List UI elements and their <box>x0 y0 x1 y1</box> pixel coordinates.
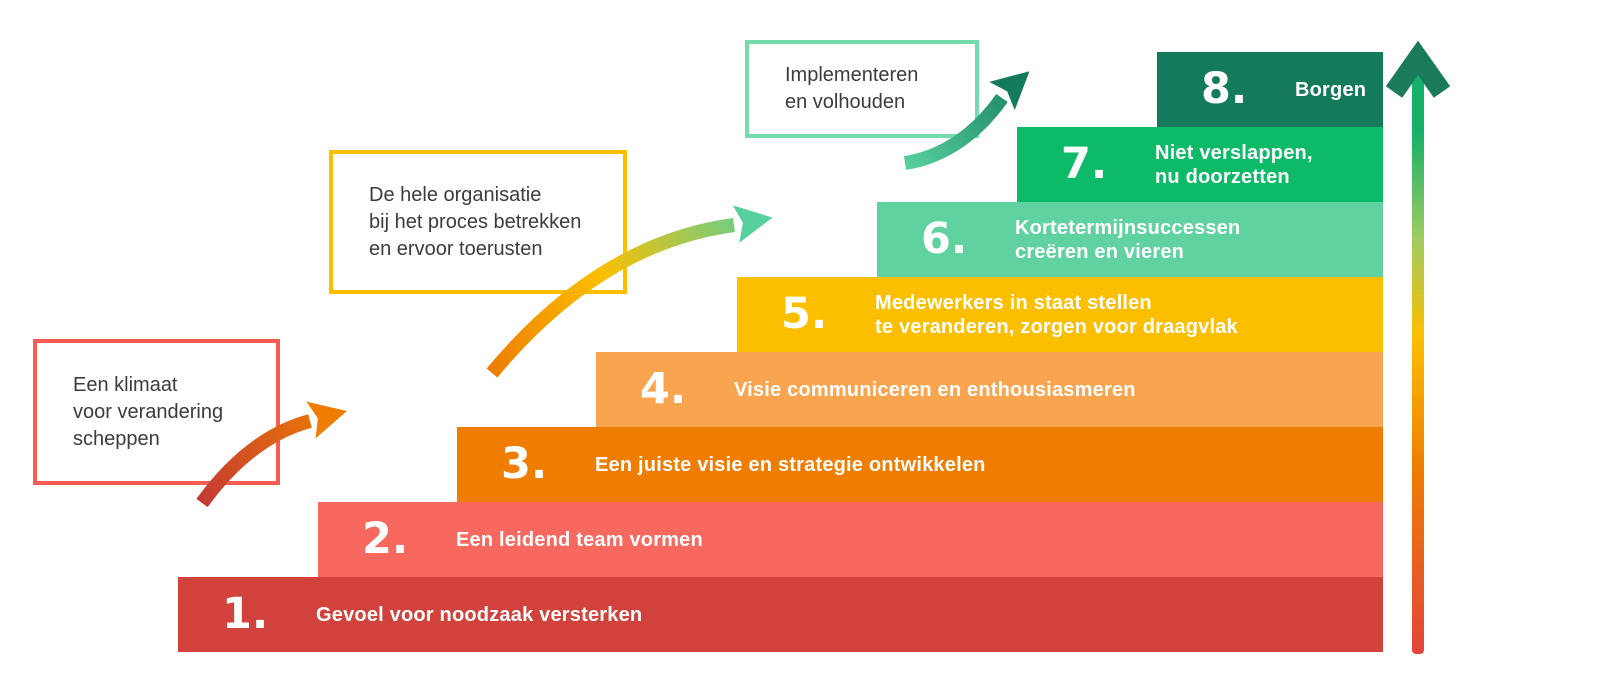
step-number-2: 2. <box>362 514 409 564</box>
step-number-3: 3. <box>501 439 548 489</box>
step-label-4: Visie communiceren en enthousiasmeren <box>734 378 1136 401</box>
step-bar-3: 3. Een juiste visie en strategie ontwikk… <box>457 427 1383 502</box>
step-label-2: Een leidend team vormen <box>456 528 703 551</box>
step-label-8: Borgen <box>1295 78 1367 101</box>
step-bar-7: 7. Niet verslappen, nu doorzetten <box>1017 127 1383 202</box>
callout-hele-organisatie: De hele organisatie bij het proces betre… <box>329 150 627 294</box>
curved-arrow-3-head-icon <box>989 71 1030 111</box>
step-label-7: Niet verslappen, nu doorzetten <box>1155 141 1313 188</box>
step-label-6: Kortetermijnsuccessen creëren en vieren <box>1015 216 1241 263</box>
curved-arrow-1-head-icon <box>306 401 347 439</box>
progress-arrow-shaft <box>1412 72 1424 654</box>
step-number-8: 8. <box>1201 64 1248 114</box>
step-bar-5: 5. Medewerkers in staat stellen te veran… <box>737 277 1383 352</box>
step-number-6: 6. <box>921 214 968 264</box>
step-number-1: 1. <box>222 589 269 639</box>
callout-implementeren: Implementeren en volhouden <box>745 40 979 138</box>
curved-arrow-2-head-icon <box>732 205 773 243</box>
callout-implementeren-text: Implementeren en volhouden <box>785 64 919 113</box>
callout-organisatie-text: De hele organisatie bij het proces betre… <box>369 183 582 260</box>
step-label-3: Een juiste visie en strategie ontwikkele… <box>595 453 986 476</box>
callout-klimaat-text: Een klimaat voor verandering scheppen <box>73 373 224 450</box>
progress-arrow-head-icon <box>1385 40 1451 98</box>
step-label-1: Gevoel voor noodzaak versterken <box>316 603 643 626</box>
step-bar-2: 2. Een leidend team vormen <box>318 502 1383 577</box>
step-bar-4: 4. Visie communiceren en enthousiasmeren <box>596 352 1383 427</box>
step-bar-6: 6. Kortetermijnsuccessen creëren en vier… <box>877 202 1383 277</box>
callout-klimaat-voor-verandering: Een klimaat voor verandering scheppen <box>33 339 280 485</box>
step-number-4: 4. <box>640 364 687 414</box>
step-number-5: 5. <box>781 289 828 339</box>
step-bar-1: 1. Gevoel voor noodzaak versterken <box>178 577 1383 652</box>
step-number-7: 7. <box>1061 139 1108 189</box>
step-label-5: Medewerkers in staat stellen te verander… <box>875 291 1238 338</box>
step-bar-8: 8. Borgen <box>1157 52 1383 127</box>
